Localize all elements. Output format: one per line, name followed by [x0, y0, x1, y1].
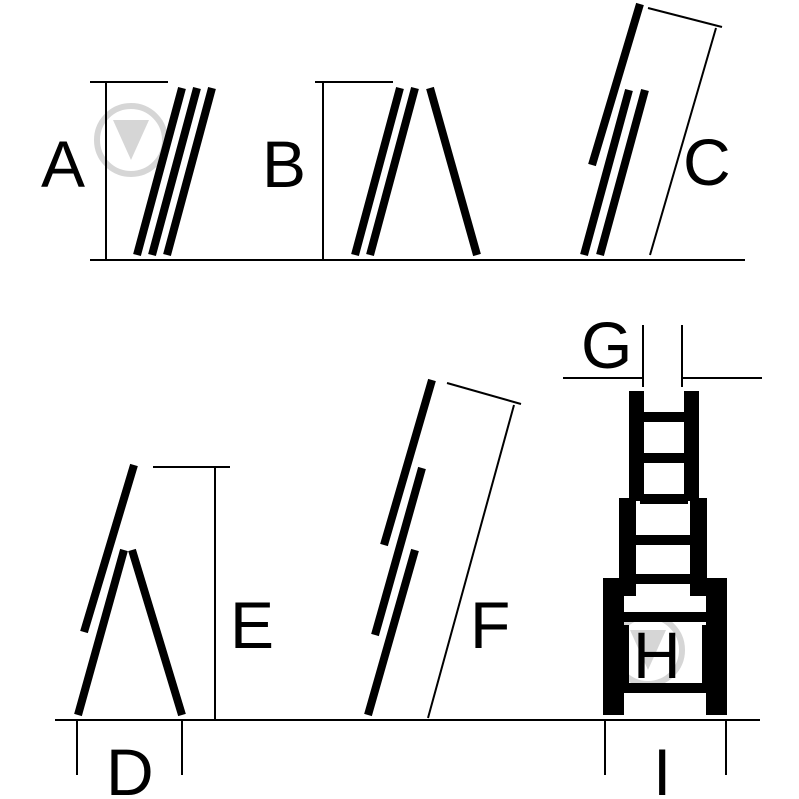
ladder-c: [580, 2, 723, 257]
brand-watermark-icon: [94, 103, 168, 177]
label-c: C: [683, 125, 731, 199]
ladder-a: [90, 81, 216, 260]
label-e: E: [230, 588, 274, 662]
ladder-b: [315, 81, 481, 260]
ladder-f: [364, 378, 522, 719]
label-i: I: [653, 735, 671, 799]
label-f: F: [470, 588, 510, 662]
label-b: B: [262, 127, 306, 201]
ladder-d-e: [74, 463, 230, 775]
ladder-front-view: [563, 325, 762, 775]
label-h: H: [633, 618, 681, 692]
label-a: A: [41, 127, 85, 201]
label-d: D: [106, 735, 154, 799]
label-g: G: [581, 308, 632, 382]
